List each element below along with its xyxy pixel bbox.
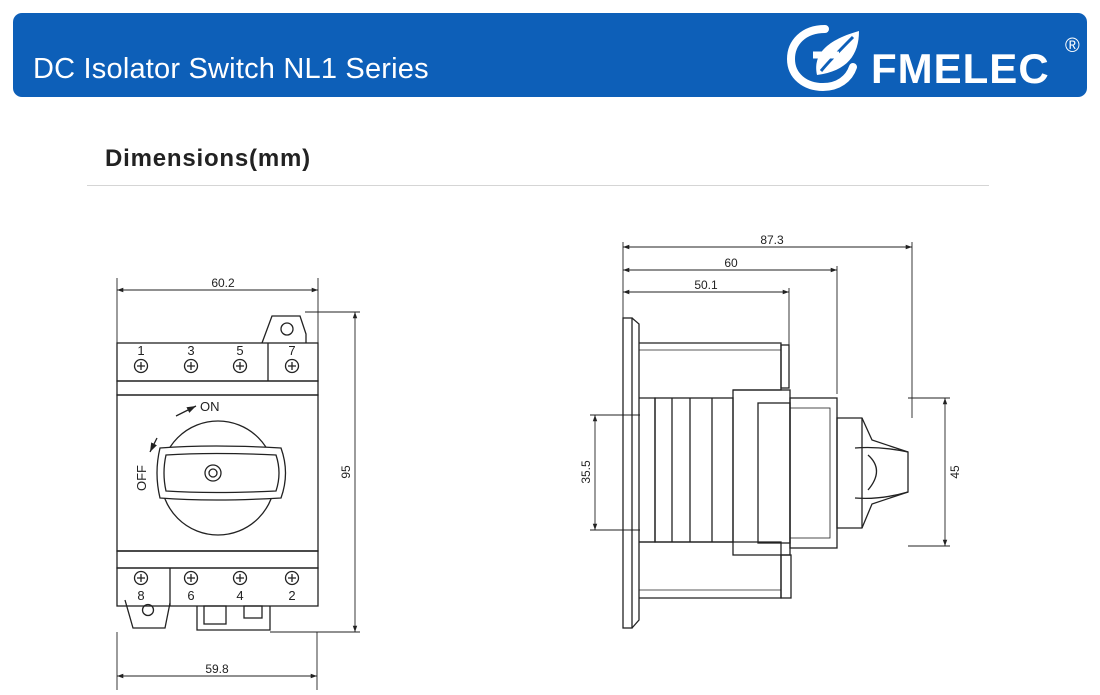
side-view: [590, 242, 950, 629]
leaf-logo-icon: [786, 25, 859, 92]
terminal-label-5: 5: [236, 343, 243, 358]
label-on: ON: [200, 399, 220, 414]
dim-side-handle: 45: [948, 465, 962, 479]
terminal-screw-8: [133, 570, 149, 586]
page-title: DC Isolator Switch NL1 Series: [33, 53, 429, 85]
terminal-screw-4: [232, 570, 248, 586]
dim-front-height: 95: [339, 465, 353, 479]
terminal-label-4: 4: [236, 588, 243, 603]
terminal-label-8: 8: [137, 588, 144, 603]
terminal-label-2: 2: [288, 588, 295, 603]
terminal-label-3: 3: [187, 343, 194, 358]
brand-logo: FMELEC ®: [783, 21, 1083, 93]
section-title: Dimensions(mm): [105, 145, 311, 172]
terminal-label-7: 7: [288, 343, 295, 358]
terminal-label-1: 1: [137, 343, 144, 358]
registered-mark: ®: [1065, 35, 1080, 57]
terminal-label-6: 6: [187, 588, 194, 603]
terminal-screw-7: [284, 358, 300, 374]
brand-name: FMELEC: [871, 45, 1050, 92]
terminal-screw-2: [284, 570, 300, 586]
header-banner: DC Isolator Switch NL1 Series FMELEC ®: [13, 13, 1087, 97]
dim-side-overall: 87.3: [760, 233, 784, 247]
dim-side-rail: 35.5: [579, 460, 593, 484]
label-off: OFF: [134, 465, 149, 491]
terminal-screw-1: [133, 358, 149, 374]
section-divider: [87, 185, 989, 186]
dim-side-60: 60: [724, 256, 738, 270]
dim-front-bottom-width: 59.8: [205, 662, 229, 676]
front-view: [116, 278, 360, 690]
terminal-screw-3: [183, 358, 199, 374]
terminal-screw-5: [232, 358, 248, 374]
dim-front-top-width: 60.2: [211, 276, 235, 290]
terminal-screw-6: [183, 570, 199, 586]
dim-side-50: 50.1: [694, 278, 718, 292]
